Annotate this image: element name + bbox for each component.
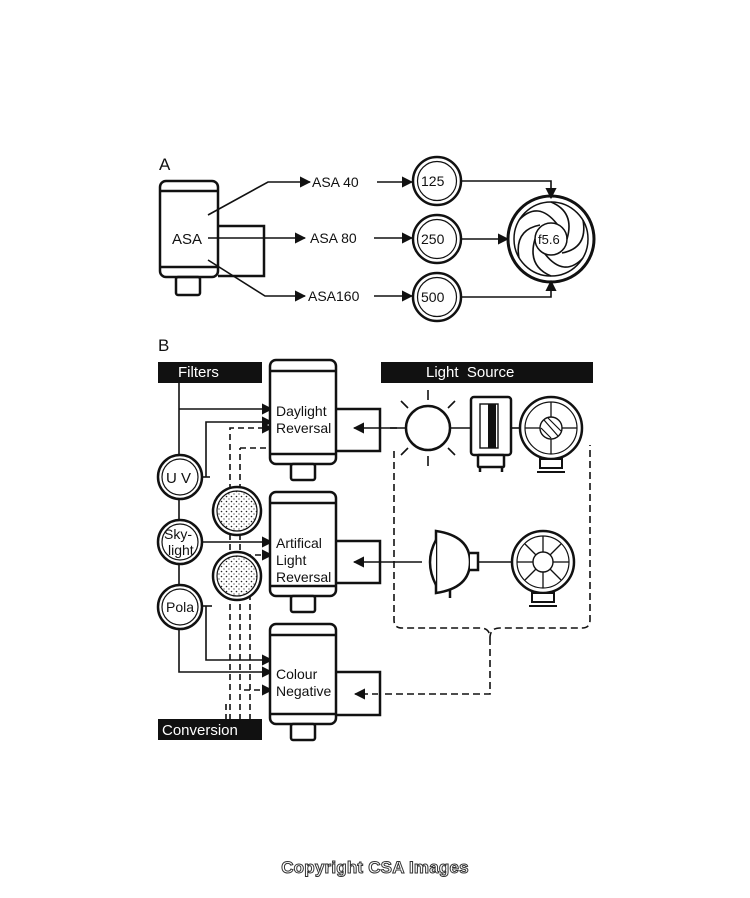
aperture-icon [506,194,596,284]
filter-skylight-label-2: light [168,542,194,558]
panel-a-label: A [159,155,171,174]
filters-header-bar [158,362,262,383]
artificial-label-2: Light [276,552,306,568]
shutter-250-label: 250 [421,231,445,247]
watermark: Copyright CSA Images [281,858,469,878]
shutter-to-aperture-arrows [461,180,557,298]
conversion-title: Conversion [162,722,238,739]
daylight-label-1: Daylight [276,403,327,419]
filter-uv [156,453,204,501]
film-label-asa: ASA [172,231,202,248]
light-source-title: Light Source [426,364,514,381]
daylight-label-2: Reversal [276,420,331,436]
speed-to-shutter-arrows [374,176,414,302]
studio-lamp-artificial-icon [510,529,576,607]
artificial-label-3: Reversal [276,569,331,585]
shutter-125-label: 125 [421,173,445,189]
panel-b-label: B [158,336,169,355]
filters-title: Filters [178,364,219,381]
shutter-500-label: 500 [421,289,445,305]
light-source-dashed-bracket [380,445,591,695]
filter-pola-label: Pola [166,599,194,615]
light-source-header-bar [381,362,593,383]
spotlight-icon [428,529,480,598]
filter-skylight-label-1: Sky- [164,526,192,542]
conversion-filter-2 [211,550,263,602]
studio-lamp-daylight-icon [518,395,584,473]
asa-160-label: ASA160 [308,288,360,304]
flash-unit-icon [469,395,513,472]
sun-icon [390,390,456,466]
artificial-label-1: Artifical [276,535,322,551]
asa-40-label: ASA 40 [312,174,359,190]
film-canister-colour-negative [268,622,382,742]
film-canister-a [158,179,266,297]
film-canister-daylight [268,358,382,482]
filter-uv-label: U V [166,470,191,487]
filter-skylight [156,518,204,566]
asa-80-label: ASA 80 [310,230,357,246]
filter-pola [156,583,204,631]
conversion-filter-1 [211,485,263,537]
asa-arrows [207,176,312,302]
aperture-label: f5.6 [538,232,560,247]
film-canister-artificial [268,490,382,614]
colour-negative-label-2: Negative [276,683,331,699]
colour-negative-label-1: Colour [276,666,318,682]
conversion-header-bar [158,719,262,740]
